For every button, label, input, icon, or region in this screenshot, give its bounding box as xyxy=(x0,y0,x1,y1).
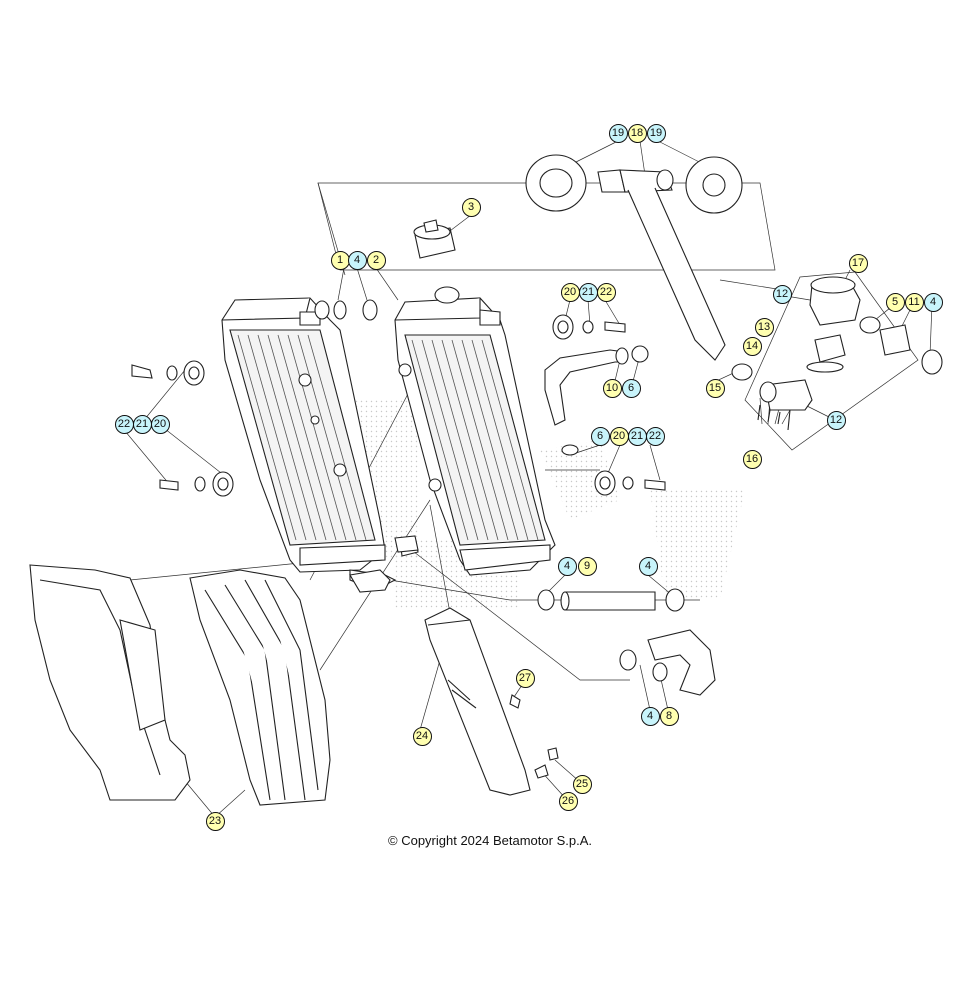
part-callout[interactable]: 20 xyxy=(560,282,580,302)
part-callout[interactable]: 4 xyxy=(638,556,658,576)
part-callout[interactable]: 19 xyxy=(646,123,666,143)
part-callout[interactable]: 21 xyxy=(132,414,152,434)
part-callout[interactable]: 25 xyxy=(572,774,592,794)
part-callout[interactable]: 8 xyxy=(659,706,679,726)
shroud-left xyxy=(29,564,191,801)
part-callout[interactable]: 18 xyxy=(627,123,647,143)
part-callout[interactable]: 21 xyxy=(578,282,598,302)
part-callout[interactable]: 3 xyxy=(461,197,481,217)
part-callout[interactable]: 4 xyxy=(923,292,943,312)
part-callout[interactable]: 21 xyxy=(627,426,647,446)
top-hose xyxy=(525,154,743,361)
hose-straight xyxy=(537,588,685,612)
part-callout[interactable]: 12 xyxy=(826,410,846,430)
thermostat-group xyxy=(731,276,943,431)
part-callout[interactable]: 2 xyxy=(366,250,386,270)
part-callout[interactable]: 24 xyxy=(412,726,432,746)
part-callout[interactable]: 6 xyxy=(590,426,610,446)
part-callout[interactable]: 13 xyxy=(754,317,774,337)
part-callout[interactable]: 9 xyxy=(577,556,597,576)
radiator-left xyxy=(221,297,397,591)
part-callout[interactable]: 10 xyxy=(602,378,622,398)
part-callout[interactable]: 15 xyxy=(705,378,725,398)
part-callout[interactable]: 26 xyxy=(558,791,578,811)
part-callout[interactable]: 27 xyxy=(515,668,535,688)
mount-hardware-right xyxy=(333,299,666,496)
part-callout[interactable]: 6 xyxy=(621,378,641,398)
part-callout[interactable]: 20 xyxy=(609,426,629,446)
hose-elbow xyxy=(619,629,716,696)
part-callout[interactable]: 4 xyxy=(347,250,367,270)
part-callout[interactable]: 20 xyxy=(150,414,170,434)
part-callout[interactable]: 16 xyxy=(742,449,762,469)
part-callout[interactable]: 12 xyxy=(772,284,792,304)
part-callout[interactable]: 4 xyxy=(640,706,660,726)
part-callout[interactable]: 22 xyxy=(645,426,665,446)
part-callout[interactable]: 14 xyxy=(742,336,762,356)
part-callout[interactable]: 23 xyxy=(205,811,225,831)
part-callout[interactable]: 22 xyxy=(596,282,616,302)
copyright-text: © Copyright 2024 Betamotor S.p.A. xyxy=(388,833,592,848)
part-callout[interactable]: 5 xyxy=(885,292,905,312)
part-callout[interactable]: 1 xyxy=(330,250,350,270)
hose-bottom xyxy=(349,535,419,593)
mount-hardware-left xyxy=(131,360,234,497)
overflow-tank xyxy=(424,607,559,796)
part-callout[interactable]: 11 xyxy=(904,292,924,312)
radiator-cap xyxy=(413,219,456,259)
part-callout[interactable]: 19 xyxy=(608,123,628,143)
part-callout[interactable]: 22 xyxy=(114,414,134,434)
shroud-right xyxy=(189,569,331,806)
part-callout[interactable]: 4 xyxy=(557,556,577,576)
hose-curved xyxy=(544,345,649,456)
part-callout[interactable]: 17 xyxy=(848,253,868,273)
